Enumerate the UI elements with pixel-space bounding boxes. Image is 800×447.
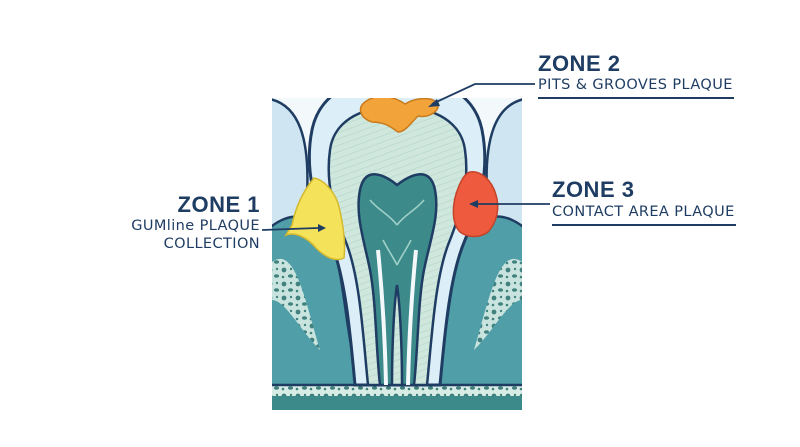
zone1-title: ZONE 1 xyxy=(177,192,260,217)
zone3-title: ZONE 3 xyxy=(552,177,635,202)
zone1-plaque xyxy=(284,177,346,261)
zone2-underline xyxy=(538,97,734,99)
zone2-title: ZONE 2 xyxy=(538,51,621,76)
zone2-callout-line xyxy=(431,83,535,105)
zone2-plaque xyxy=(359,98,439,133)
pulp xyxy=(357,173,438,387)
zone3-subtitle: CONTACT AREA PLAQUE xyxy=(552,204,735,220)
zone3-underline xyxy=(552,224,736,226)
zone1-callout-line xyxy=(261,227,319,231)
zone1-subtitle: GUMline PLAQUE COLLECTION xyxy=(131,218,260,252)
zone2-subtitle: PITS & GROOVES PLAQUE xyxy=(538,77,733,93)
